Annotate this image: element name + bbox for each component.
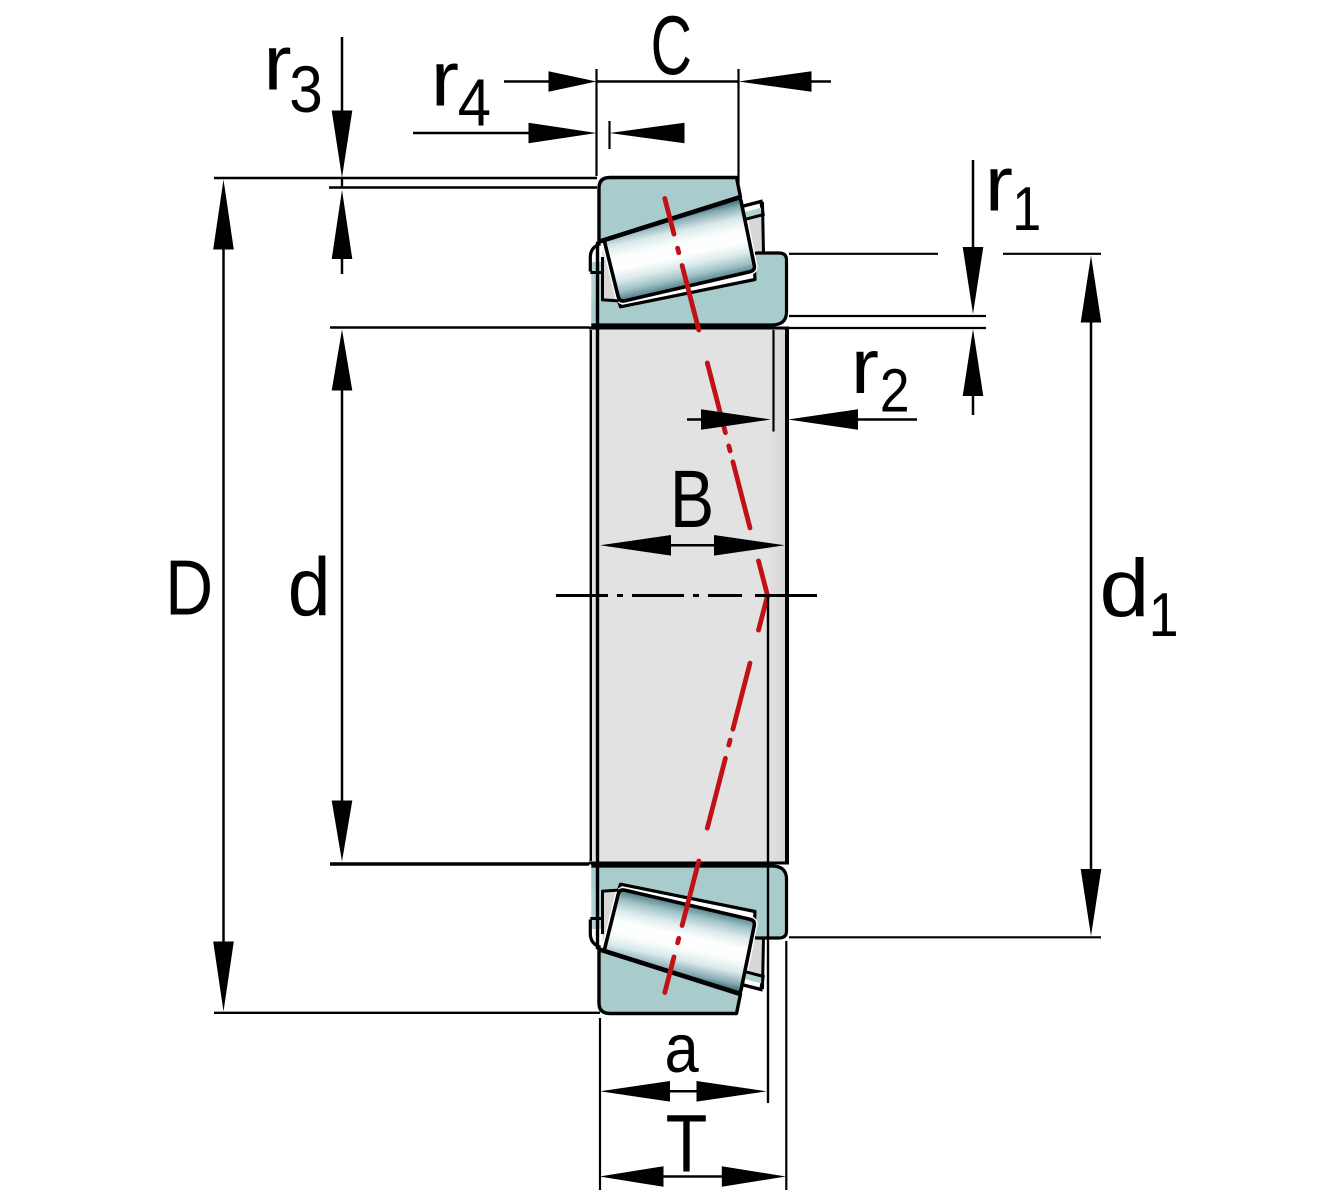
svg-text:3: 3 [289, 54, 323, 127]
svg-text:a: a [665, 1010, 700, 1087]
svg-text:1: 1 [1012, 175, 1041, 244]
svg-text:1: 1 [1149, 580, 1179, 650]
svg-text:2: 2 [880, 357, 910, 425]
svg-text:r: r [985, 141, 1013, 228]
svg-text:D: D [165, 544, 213, 631]
svg-text:4: 4 [458, 65, 491, 140]
svg-text:r: r [263, 20, 291, 107]
svg-text:r: r [851, 323, 879, 410]
svg-text:C: C [651, 0, 692, 93]
svg-text:B: B [670, 453, 714, 544]
svg-text:r: r [431, 36, 459, 123]
svg-text:d: d [288, 541, 331, 633]
svg-text:d: d [1099, 543, 1149, 634]
svg-text:T: T [666, 1098, 708, 1189]
